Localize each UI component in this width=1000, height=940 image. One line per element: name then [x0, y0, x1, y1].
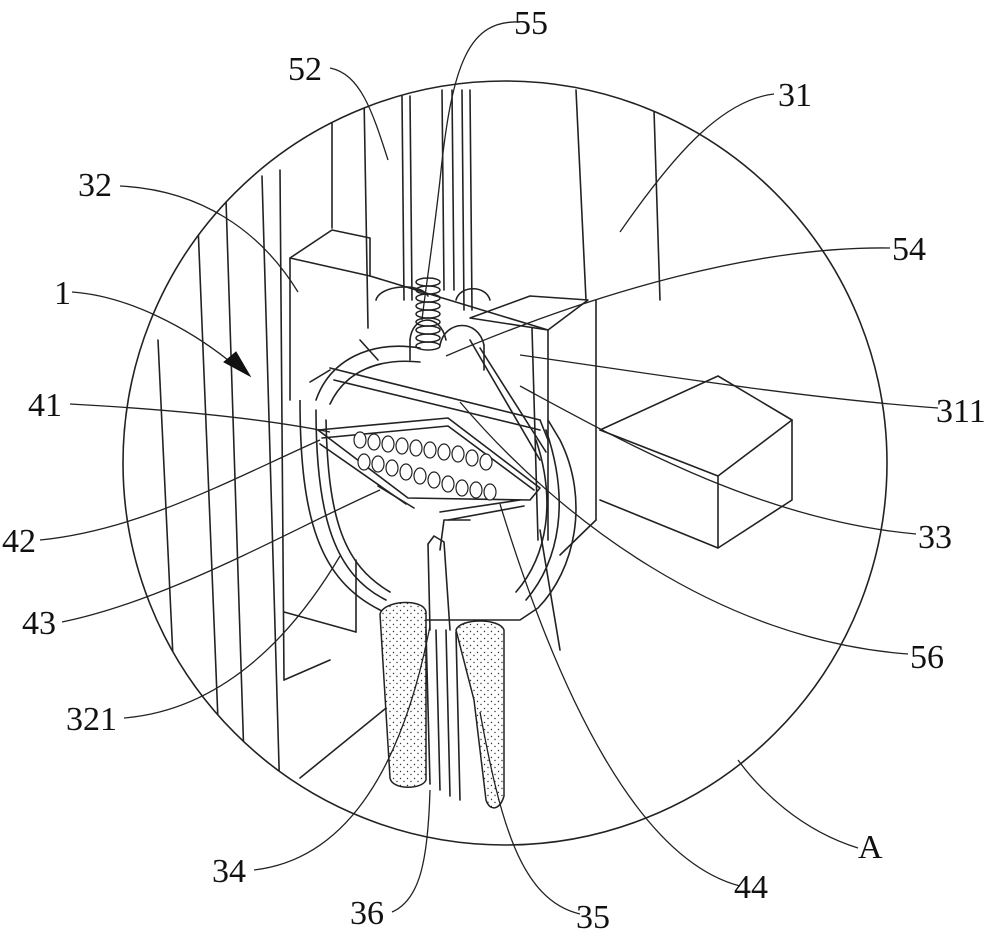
reference-labels: 55 52 31 32 54 1 311 41 42 33 43 56 321 …: [2, 5, 986, 936]
leader-41: [69, 403, 331, 433]
label-311: 311: [936, 393, 986, 430]
label-36: 36: [350, 895, 384, 932]
label-33: 33: [918, 519, 952, 556]
label-A: A: [858, 829, 883, 866]
leader-34: [253, 625, 431, 871]
label-1: 1: [54, 275, 71, 312]
side-box: [559, 299, 793, 556]
leader-35: [479, 711, 581, 915]
leader-1: [71, 291, 229, 361]
leader-56: [459, 401, 909, 655]
leader-311: [519, 354, 939, 409]
label-321: 321: [66, 701, 117, 738]
label-35: 35: [576, 899, 610, 936]
leader-43: [61, 489, 381, 623]
label-41: 41: [28, 387, 62, 424]
roller-tray: [317, 417, 541, 521]
leader-321: [123, 555, 341, 719]
outlet-pipes: [379, 519, 505, 809]
label-52: 52: [288, 51, 322, 88]
leader-44: [499, 503, 741, 887]
label-34: 34: [212, 853, 246, 890]
leader-33: [519, 385, 917, 535]
leader-32: [119, 185, 299, 293]
upper-rods: [331, 89, 661, 329]
label-32: 32: [78, 167, 112, 204]
top-plate: [289, 229, 589, 541]
label-54: 54: [892, 231, 926, 268]
leader-55: [421, 21, 521, 321]
direction-arrow-icon: [223, 351, 252, 378]
label-43: 43: [22, 605, 56, 642]
label-31: 31: [778, 77, 812, 114]
roller-row-upper: [353, 431, 493, 471]
leader-A: [737, 759, 859, 849]
detail-circle-a: [122, 80, 888, 846]
leader-36: [391, 789, 431, 913]
label-44: 44: [734, 869, 768, 906]
label-55: 55: [514, 5, 548, 42]
label-42: 42: [2, 523, 36, 560]
leader-31: [619, 93, 775, 233]
left-stippled-pipe: [379, 601, 427, 788]
leader-54: [445, 247, 891, 357]
roller-row-lower: [357, 453, 497, 501]
label-56: 56: [910, 639, 944, 676]
left-wall-lines: [157, 169, 397, 801]
leader-lines: [39, 21, 939, 915]
spring-mechanism: [359, 277, 547, 461]
leader-42: [39, 439, 321, 541]
leader-52: [329, 67, 389, 161]
clipped-structure: [157, 89, 793, 801]
vessel-housing: [299, 345, 577, 621]
